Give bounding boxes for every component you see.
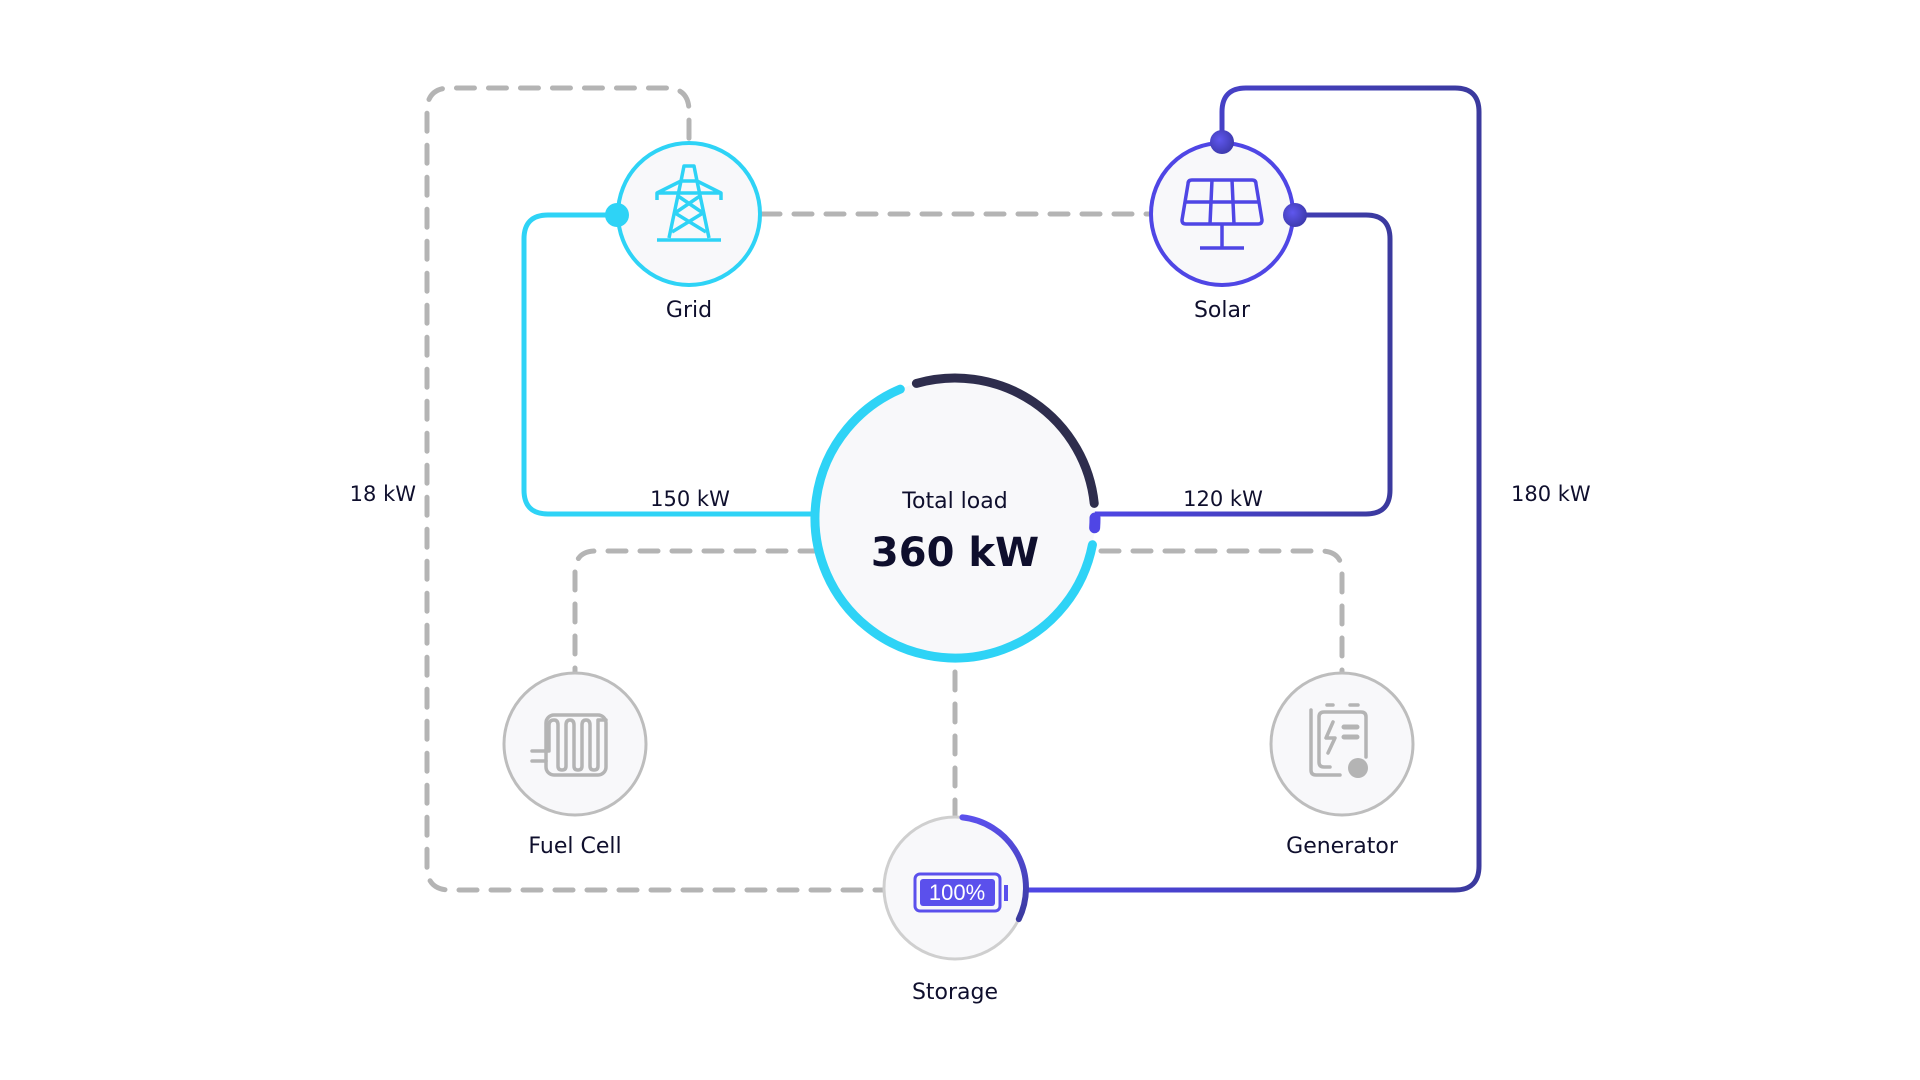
battery-charge-text: 100% bbox=[929, 880, 985, 905]
storage-charge-arc bbox=[959, 814, 1029, 923]
total-load-title: Total load bbox=[901, 489, 1007, 514]
load-ring-dark-segment bbox=[911, 373, 1099, 508]
solar-to-load-line bbox=[1094, 212, 1393, 517]
solar-to-storage-line bbox=[1028, 85, 1482, 893]
load-ring-cyan-segment bbox=[810, 384, 1097, 663]
generator-circle bbox=[1269, 671, 1415, 817]
storage-grid-dashed-line bbox=[424, 85, 896, 893]
fuel-cell-icon bbox=[530, 713, 608, 777]
storage-grid-flow-value: 18 kW bbox=[350, 482, 417, 506]
generator-icon bbox=[1309, 703, 1368, 777]
grid-to-load-line bbox=[521, 212, 815, 517]
total-load-value: 360 kW bbox=[871, 530, 1039, 576]
total-load-node[interactable]: Total load 360 kW bbox=[810, 373, 1101, 663]
solar-circle bbox=[1149, 141, 1295, 287]
storage-label: Storage bbox=[912, 980, 998, 1005]
solar-panel-icon bbox=[1180, 178, 1264, 250]
generator-label: Generator bbox=[1286, 834, 1399, 859]
grid-connector-dot bbox=[605, 203, 629, 227]
solar-storage-flow-value: 180 kW bbox=[1511, 482, 1591, 506]
fuelcell-load-dashed-line bbox=[572, 548, 821, 676]
generator-node[interactable]: Generator bbox=[1269, 671, 1415, 859]
grid-node[interactable]: Grid bbox=[605, 141, 762, 323]
total-load-bg bbox=[815, 378, 1095, 658]
storage-node[interactable]: 100% Storage bbox=[882, 814, 1029, 1005]
fuel-cell-label: Fuel Cell bbox=[528, 834, 621, 859]
solar-label: Solar bbox=[1194, 298, 1251, 323]
solar-flow-value: 120 kW bbox=[1183, 487, 1263, 511]
generator-load-dashed-line bbox=[1098, 548, 1345, 676]
grid-label: Grid bbox=[666, 298, 712, 323]
solar-top-connector-dot bbox=[1210, 130, 1234, 154]
generator-wheel-icon bbox=[1348, 758, 1368, 778]
grid-flow-value: 150 kW bbox=[650, 487, 730, 511]
solar-right-connector-dot bbox=[1283, 203, 1307, 227]
battery-icon bbox=[913, 872, 1008, 913]
fuel-cell-node[interactable]: Fuel Cell bbox=[502, 671, 648, 859]
transmission-tower-icon bbox=[655, 164, 723, 242]
solar-node[interactable]: Solar bbox=[1149, 130, 1307, 323]
